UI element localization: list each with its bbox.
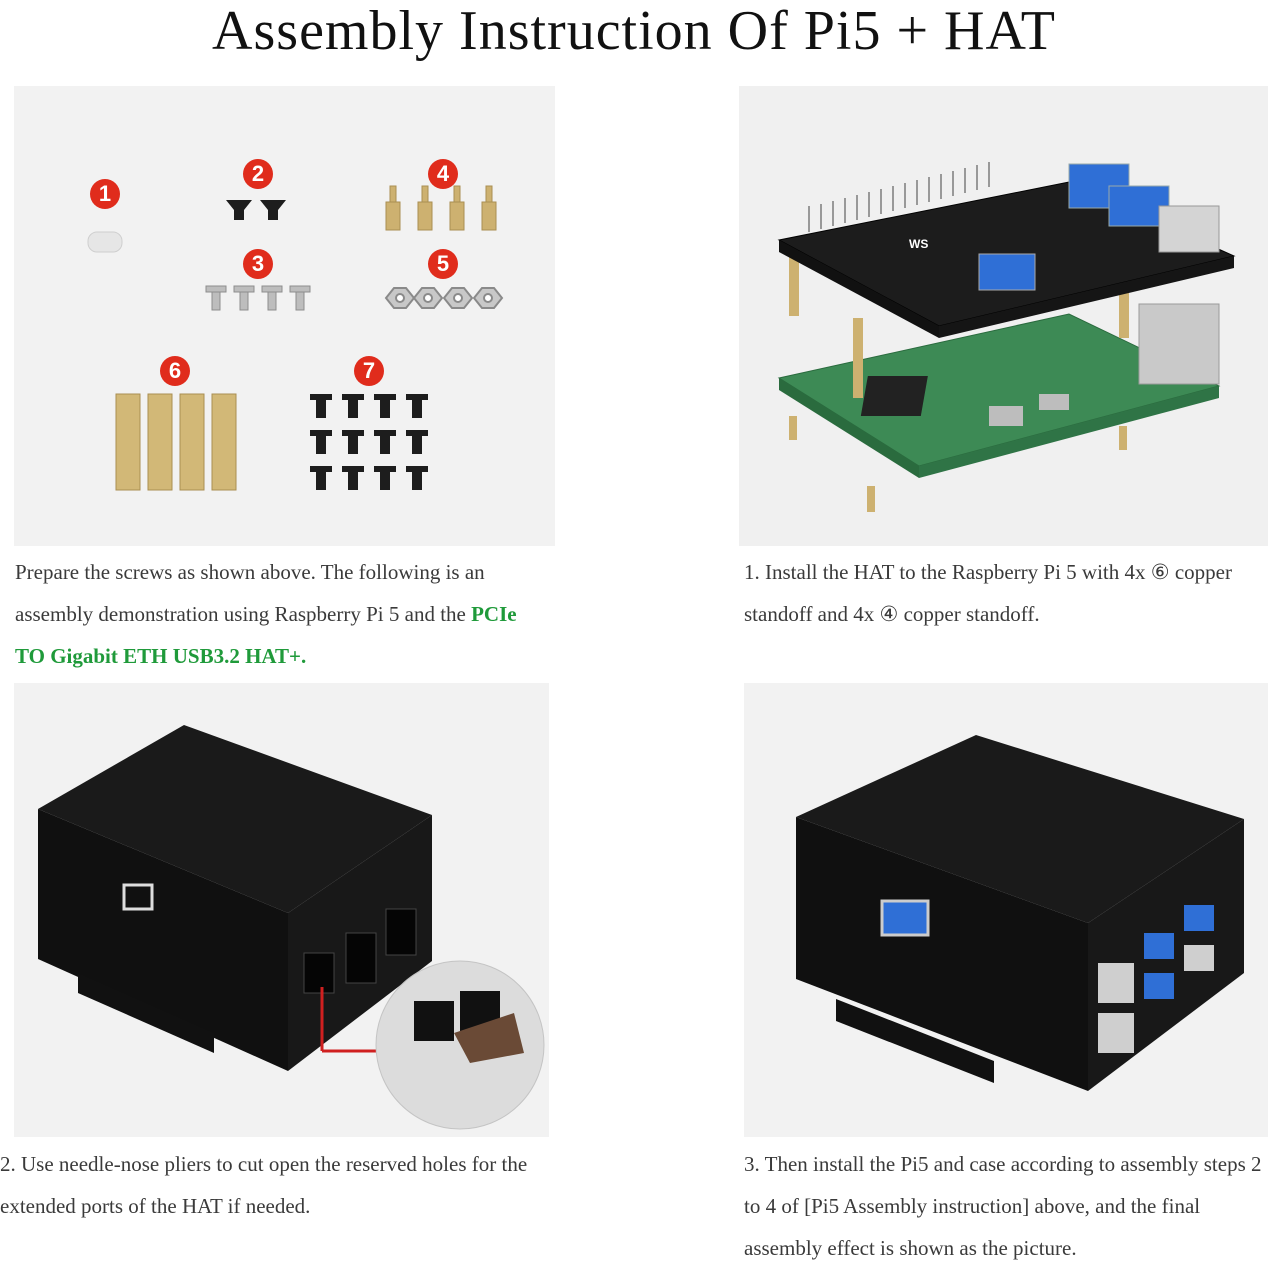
- prepare-text: Prepare the screws as shown above. The f…: [15, 560, 485, 626]
- usb-c-port: [989, 406, 1023, 426]
- hex-nuts: [384, 287, 504, 309]
- final-case-foot: [836, 999, 994, 1083]
- final-case-image: [744, 683, 1268, 1137]
- hat-install-image: WS: [739, 86, 1268, 546]
- badge-6: 6: [160, 356, 190, 386]
- black-screw-pair: [226, 200, 286, 220]
- badge-3: 3: [243, 249, 273, 279]
- gpio-header: [808, 162, 990, 232]
- pi-ethernet-port: [1138, 303, 1220, 385]
- badge-7: 7: [354, 356, 384, 386]
- standoff-left: [789, 246, 799, 316]
- long-brass-standoffs: [115, 393, 237, 491]
- standoff-right: [1119, 268, 1129, 338]
- hat-label: WS: [909, 237, 928, 251]
- page-title: Assembly Instruction Of Pi5 + HAT: [212, 0, 1056, 62]
- badge-4: 4: [428, 159, 458, 189]
- product-name: PCIe TO Gigabit ETH USB3.2 HAT+.: [15, 602, 517, 668]
- silver-screws: [205, 285, 311, 311]
- hat-ethernet: [1158, 205, 1220, 253]
- port-cutout: [122, 883, 154, 911]
- badge-5: 5: [428, 249, 458, 279]
- black-screw-grid: [310, 394, 428, 490]
- final-case-front: [796, 817, 1088, 1091]
- final-ethernet-1: [1098, 963, 1134, 1003]
- hat-usb-side: [978, 253, 1036, 291]
- final-usb-stack: [1144, 933, 1174, 959]
- washer-part: [87, 231, 123, 253]
- parts-illustration: [87, 185, 504, 491]
- case-top: [38, 725, 432, 913]
- step2-caption: 2. Use needle-nose pliers to cut open th…: [0, 1152, 528, 1218]
- case-cut-image: [14, 683, 549, 1137]
- final-usb-port: [880, 899, 930, 937]
- soc-chip: [860, 376, 928, 416]
- prepare-caption: Prepare the screws as shown above. The f…: [15, 551, 545, 677]
- case-foot: [78, 973, 214, 1053]
- parts-panel: 1 2 3 4 5 6 7: [14, 86, 555, 546]
- case-front: [38, 809, 288, 1071]
- standoff-front: [853, 318, 863, 398]
- micro-hdmi-port: [1039, 394, 1069, 410]
- pliers: [454, 1013, 524, 1063]
- step3-caption: 3. Then install the Pi5 and case accordi…: [744, 1152, 1262, 1260]
- final-case-top: [796, 735, 1244, 923]
- badge-2: 2: [243, 159, 273, 189]
- step1-caption: 1. Install the HAT to the Raspberry Pi 5…: [744, 560, 1232, 626]
- badge-1: 1: [90, 179, 120, 209]
- final-ethernet-2: [1098, 1013, 1134, 1053]
- short-brass-standoffs: [385, 185, 497, 231]
